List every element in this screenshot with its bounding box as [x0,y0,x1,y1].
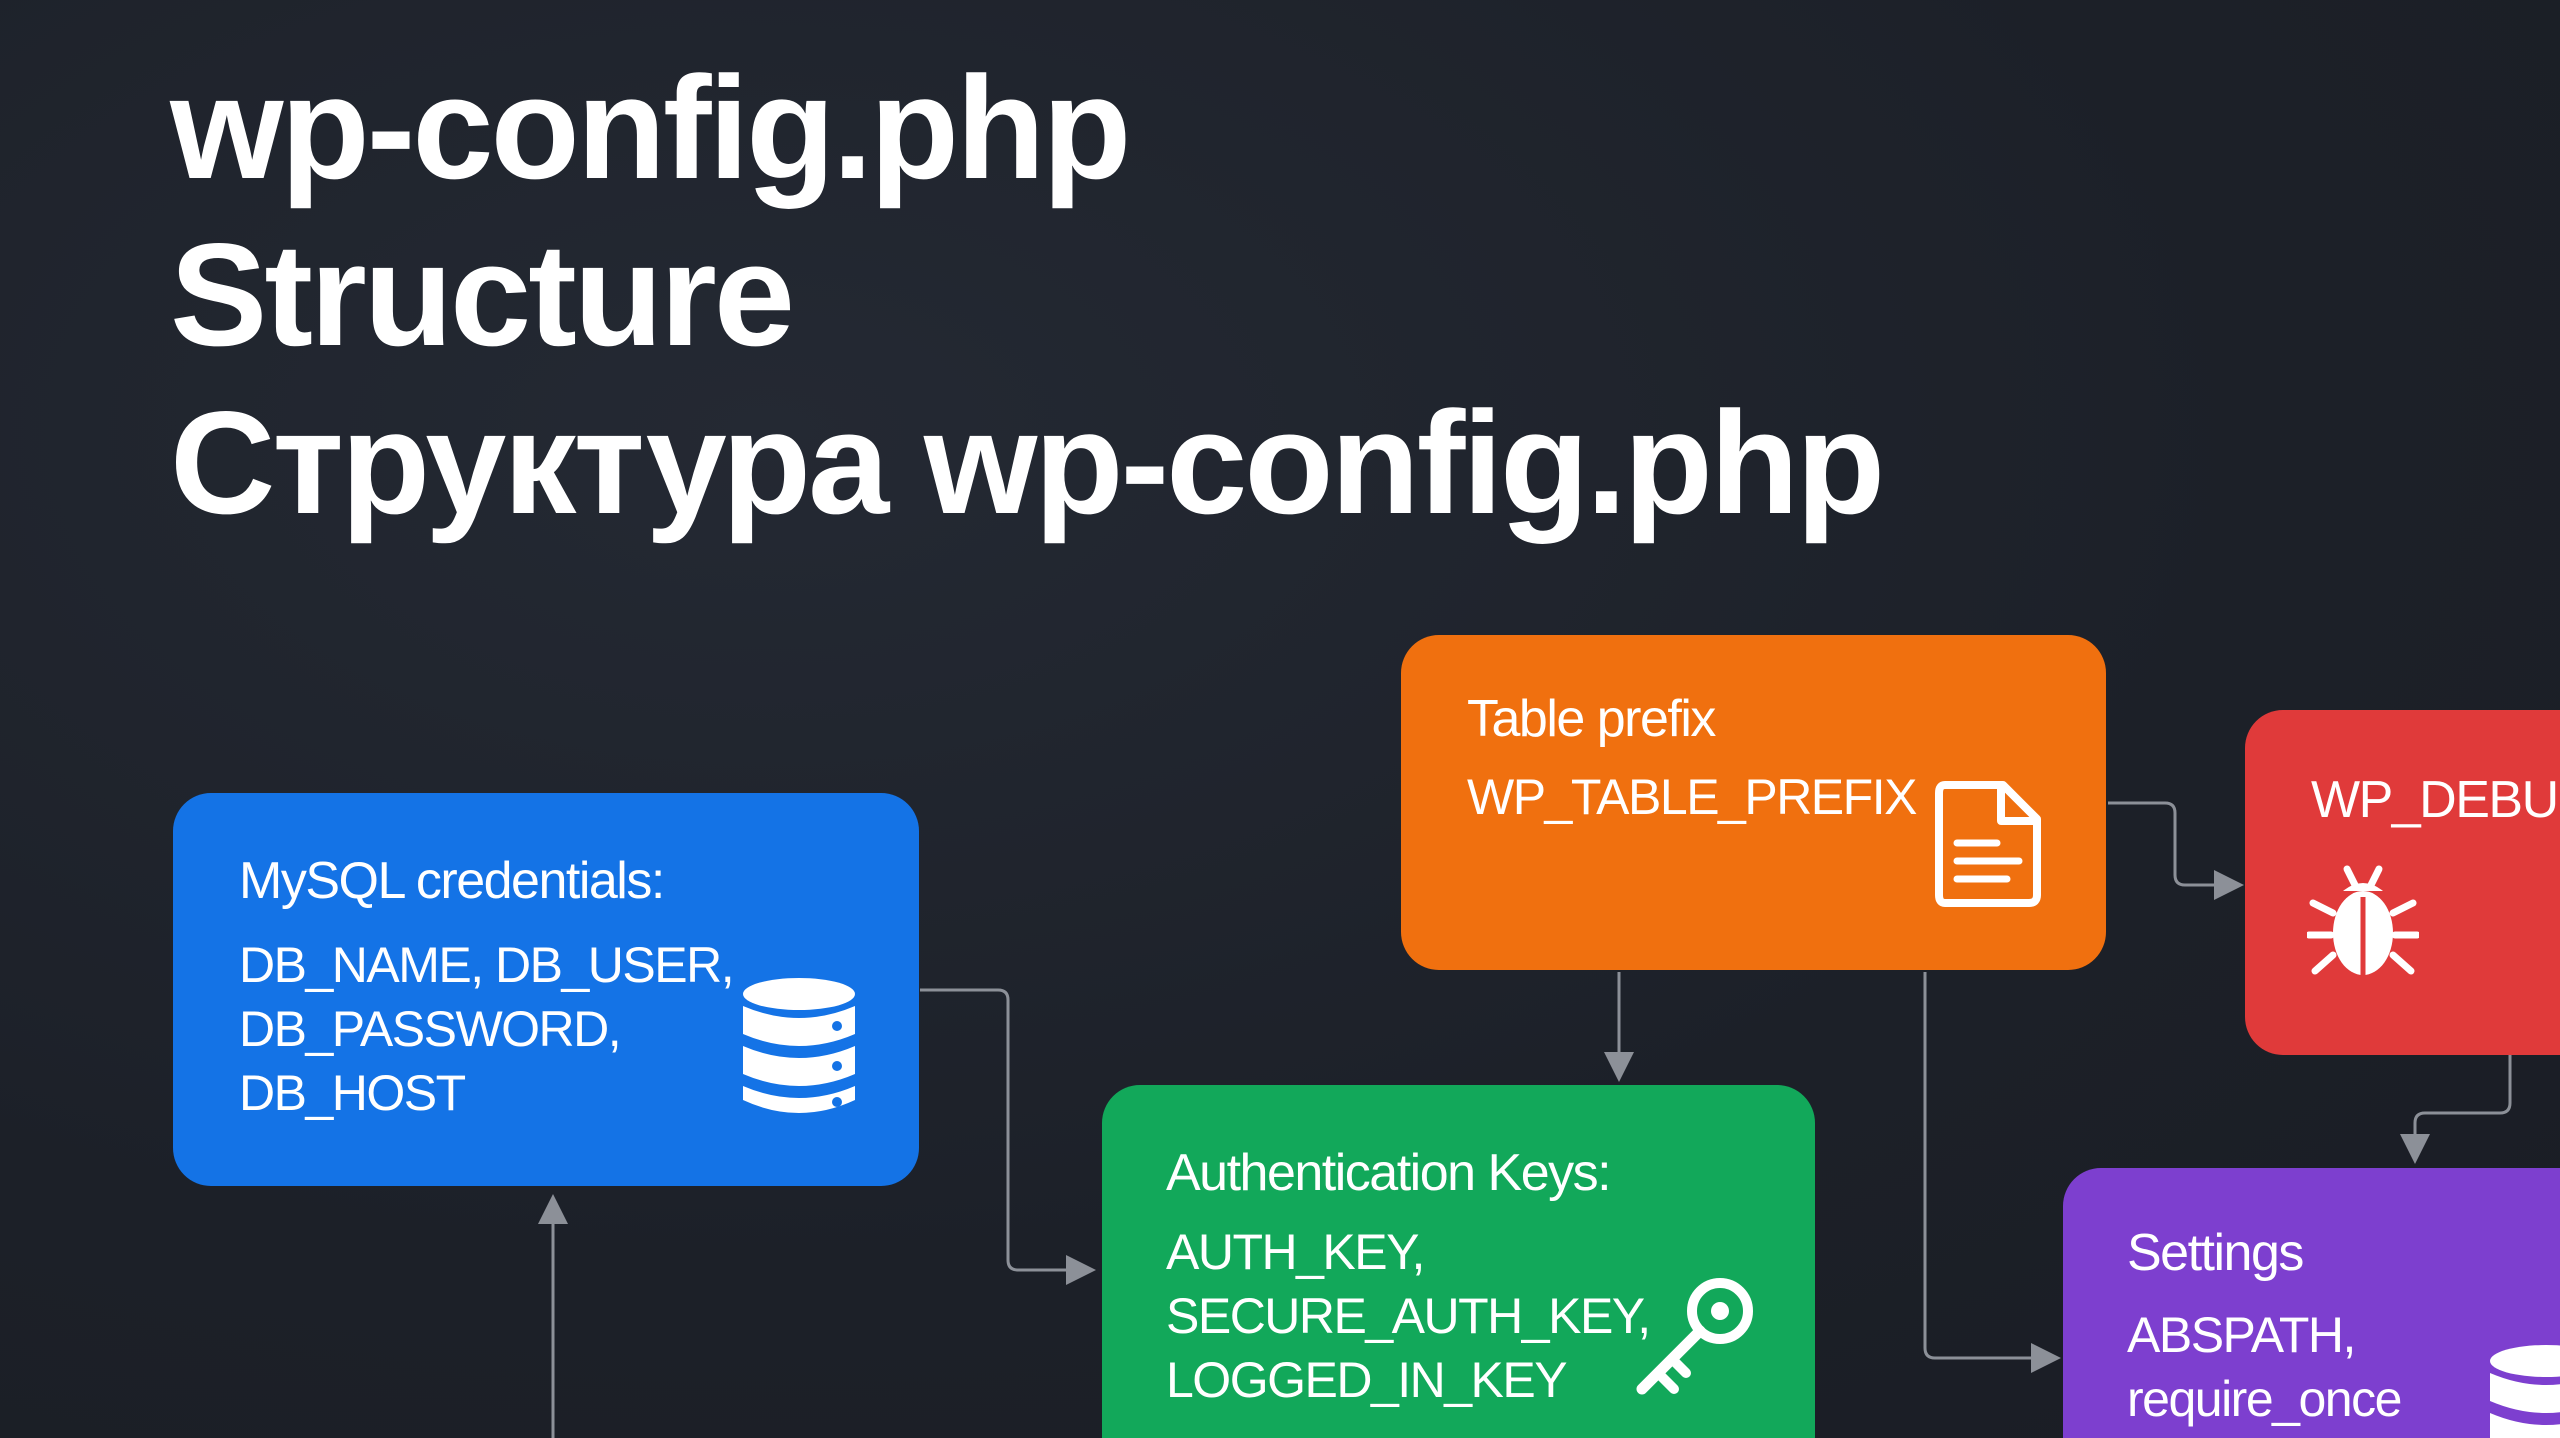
node-wp-debug-heading: WP_DEBUG [2311,771,2560,829]
connector-table-to-debug [2108,801,2244,900]
node-mysql-credentials: MySQL credentials: DB_NAME, DB_USER, DB_… [173,793,919,1186]
node-wp-debug: WP_DEBUG [2245,710,2560,1055]
node-mysql-heading: MySQL credentials: [239,852,665,910]
title-line-1: wp-config.php [170,46,1131,209]
database-icon [2488,1343,2560,1438]
node-table-prefix-heading: Table prefix [1467,690,1716,748]
title-line-3: Структура wp-config.php [170,381,1885,544]
database-icon [741,976,857,1123]
key-icon [1632,1275,1758,1406]
node-settings: Settings ABSPATH, require_once [2063,1168,2560,1438]
bug-icon [2305,855,2421,992]
node-settings-heading: Settings [2127,1224,2304,1282]
node-auth-body: AUTH_KEY, SECURE_AUTH_KEY, LOGGED_IN_KEY [1166,1224,1651,1408]
document-icon [1935,781,2041,912]
connector-table-to-settings [1923,972,2061,1373]
node-table-prefix: Table prefix WP_TABLE_PREFIX [1401,635,2106,970]
node-authentication-keys: Authentication Keys: AUTH_KEY, SECURE_AU… [1102,1085,1815,1438]
connector-mysql-to-auth [920,988,1096,1285]
title-line-2: Structure [170,213,795,376]
connector-debug-to-settings [2400,1055,2512,1164]
node-mysql-body: DB_NAME, DB_USER, DB_PASSWORD, DB_HOST [239,937,735,1121]
node-table-prefix-body: WP_TABLE_PREFIX [1467,769,1917,825]
node-auth-heading: Authentication Keys: [1166,1144,1612,1202]
node-settings-body: ABSPATH, require_once [2127,1307,2402,1427]
